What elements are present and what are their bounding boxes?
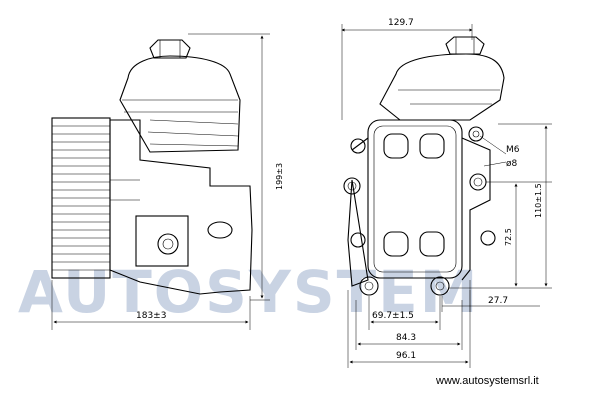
- watermark-text: AUTOSYSTEM: [18, 258, 480, 326]
- dim-27: 27.7: [488, 296, 508, 306]
- bottom-mount-right: [430, 276, 450, 296]
- port-top-right: [419, 133, 445, 159]
- dim-width-left: 183±3: [136, 311, 166, 321]
- lower-left-hole: [350, 232, 366, 248]
- mounting-plate: [367, 119, 463, 279]
- dim-top-width: 129.7: [388, 18, 414, 28]
- front-view: 129.7 M6 ø8 110±1.5 72.5 27.7 69.7±1.5 8…: [341, 18, 552, 368]
- dim-84: 84.3: [396, 333, 416, 343]
- side-view: 199±3 183±3: [51, 33, 284, 330]
- cap-nut-icon: [149, 39, 191, 59]
- side-nipple: [480, 230, 496, 246]
- top-left-hole: [350, 138, 366, 154]
- dim-72: 72.5: [504, 228, 513, 246]
- mount-hole-right: [469, 173, 487, 191]
- housing-body: [109, 119, 253, 295]
- cap-nut-icon-right: [445, 36, 485, 55]
- dim-96: 96.1: [396, 351, 416, 361]
- port-bottom-left: [383, 231, 409, 257]
- filter-housing-dome-right: [379, 53, 505, 121]
- dim-69: 69.7±1.5: [372, 311, 414, 321]
- port-top-left: [383, 133, 409, 159]
- dim-hole-dia: ø8: [506, 159, 518, 169]
- dim-height-left: 199±3: [275, 163, 284, 190]
- mount-hole-left: [343, 177, 361, 195]
- dim-thread: M6: [506, 145, 520, 155]
- dim-height-right: 110±1.5: [534, 183, 543, 218]
- port-bottom-right: [419, 231, 445, 257]
- flange-block: [135, 215, 189, 267]
- website-url: www.autosystemsrl.it: [435, 375, 539, 387]
- housing-outline-right: [347, 137, 491, 287]
- port-circle: [157, 233, 179, 255]
- m6-hole: [468, 126, 484, 142]
- bottom-mount-left: [359, 276, 379, 296]
- filter-housing-dome: [119, 55, 241, 153]
- side-port: [207, 221, 233, 239]
